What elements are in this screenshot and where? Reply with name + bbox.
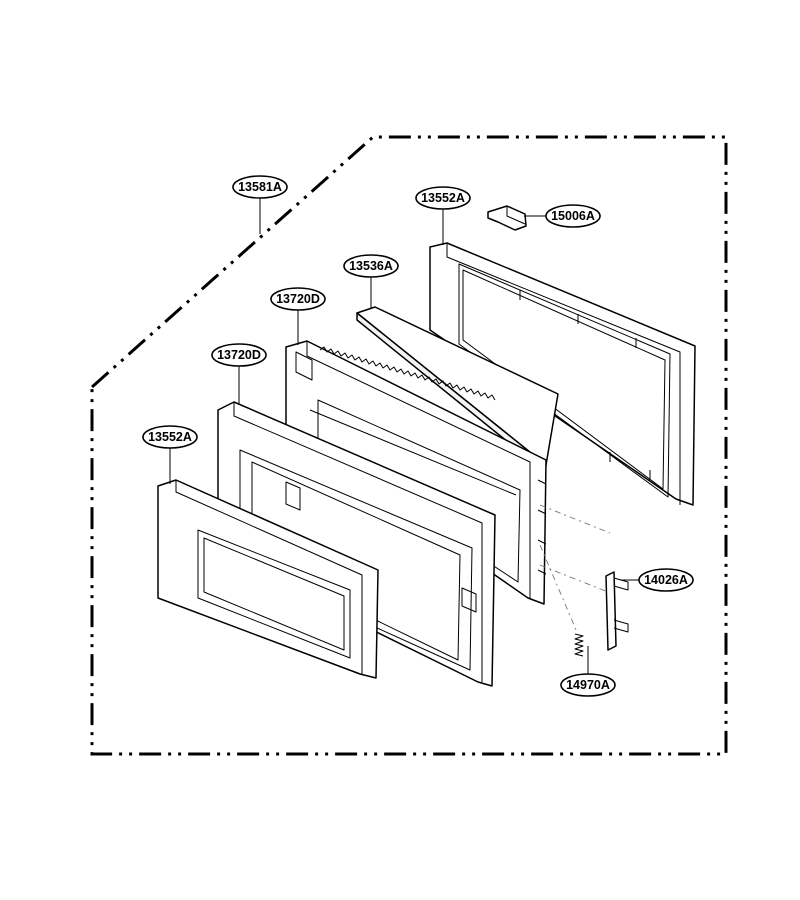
callout-label-glass-panel: 13536A [349, 259, 393, 273]
callout-14026A: 14026A [638, 568, 694, 592]
callout-label-outer-frame-top: 13552A [421, 191, 465, 205]
callout-label-outer-frame-front: 13552A [148, 430, 192, 444]
callout-13720D-choke: 13720D [211, 343, 267, 367]
rear-door-frame [429, 242, 696, 506]
callout-label-choke-frame: 13720D [217, 348, 261, 362]
clip-part [487, 205, 527, 231]
callout-14970A: 14970A [560, 673, 616, 697]
callout-13720D-inner: 13720D [270, 287, 326, 311]
callout-13552A-top: 13552A [415, 186, 471, 210]
callout-label-inner-frame: 13720D [276, 292, 320, 306]
callout-label-latch: 14026A [644, 573, 688, 587]
latch-part [605, 571, 629, 651]
assembly-boundary [90, 135, 728, 756]
callout-13536A: 13536A [343, 254, 399, 278]
spring-part [574, 633, 584, 657]
callout-13581A: 13581A [232, 175, 288, 199]
callout-label-spring: 14970A [566, 678, 610, 692]
callout-label-clip: 15006A [551, 209, 595, 223]
leader-lines [169, 198, 640, 674]
callout-label-assembly: 13581A [238, 180, 282, 194]
callout-15006A: 15006A [545, 204, 601, 228]
callout-13552A-front: 13552A [142, 425, 198, 449]
front-outer-frame [157, 479, 379, 679]
assembly-hidden-lines [539, 504, 611, 633]
